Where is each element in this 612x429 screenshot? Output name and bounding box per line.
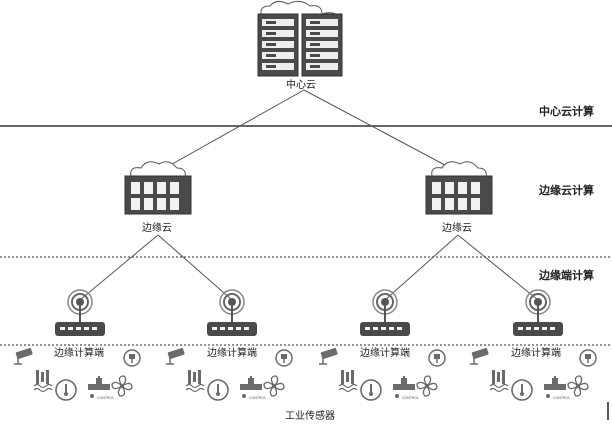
sensor-group: CONTROL xyxy=(14,347,141,401)
center-cloud-server-icon xyxy=(257,0,343,77)
center-cloud-label: 中心云 xyxy=(286,80,316,91)
surveillance-camera-icon xyxy=(14,347,33,365)
edge-end-label-1: 边缘计算端 xyxy=(54,348,104,359)
wireless-gateway-icon xyxy=(54,289,106,337)
edge-end-label-2: 边缘计算端 xyxy=(207,348,257,359)
control-valve-icon: CONTROL xyxy=(88,376,114,400)
link-edge2-end4 xyxy=(457,234,539,301)
edge-cloud-server-icon xyxy=(425,161,493,215)
edge-cloud-label-1: 边缘云 xyxy=(142,223,172,234)
fan-icon xyxy=(111,375,133,397)
temperature-gauge-icon xyxy=(55,379,77,401)
link-center-edge1 xyxy=(157,89,305,173)
power-plug-icon xyxy=(123,349,141,367)
edge-end-label-3: 边缘计算端 xyxy=(360,348,410,359)
connections xyxy=(79,89,539,301)
layer-label-edge-cloud: 边缘云计算 xyxy=(539,184,594,197)
wireless-gateway-icon xyxy=(512,289,564,337)
layer-label-center-cloud: 中心云计算 xyxy=(539,105,594,118)
link-edge2-end3 xyxy=(384,234,459,301)
edge-cloud-label-2: 边缘云 xyxy=(442,223,472,234)
valve-control-text: CONTROL xyxy=(97,396,114,400)
edge-end-label-4: 边缘计算端 xyxy=(511,348,561,359)
water-level-icon xyxy=(33,370,53,393)
wireless-gateway-icon xyxy=(359,289,411,337)
edge-cloud-server-icon xyxy=(124,161,192,215)
industrial-sensors-label: 工业传感器 xyxy=(285,411,335,422)
wireless-gateway-icon xyxy=(206,289,258,337)
link-edge1-end2 xyxy=(157,234,233,301)
link-edge1-end1 xyxy=(79,234,159,301)
link-center-edge2 xyxy=(303,89,459,173)
layer-label-edge-end: 边缘端计算 xyxy=(539,269,594,282)
